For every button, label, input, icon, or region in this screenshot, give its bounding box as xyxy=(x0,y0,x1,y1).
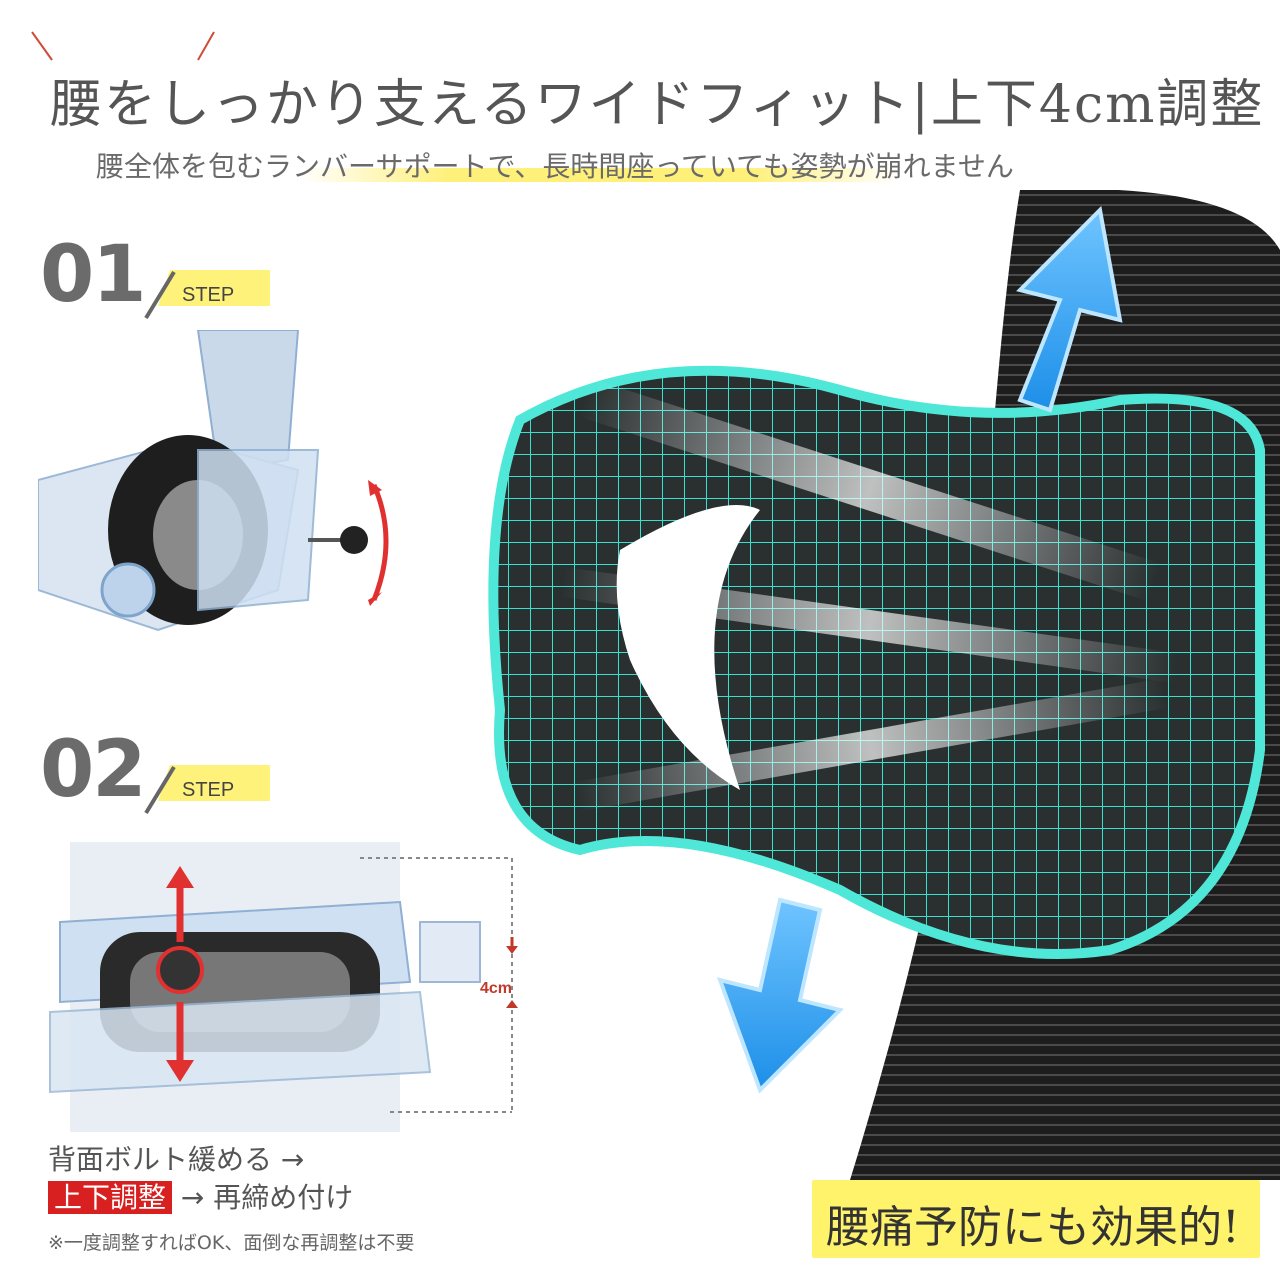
benefit-badge xyxy=(812,1180,1260,1258)
headline: 腰をしっかり支えるワイドフィット|上下4cm調整 xyxy=(50,75,1265,135)
subheadline: 腰全体を包むランバーサポートで、長時間座っていても姿勢が崩れません xyxy=(96,150,1014,183)
step-02-image xyxy=(40,842,518,1132)
instruction-line-1: 背面ボルト緩める → xyxy=(48,1143,305,1176)
step-01-number: 01 xyxy=(40,230,147,320)
instruction-rest: → 再締め付け xyxy=(180,1181,354,1214)
subline-highlight xyxy=(300,168,900,182)
step-02-tag-shape xyxy=(144,765,270,815)
benefit-badge-text: 腰痛予防にも効果的! xyxy=(826,1202,1240,1253)
instruction-line-2: 上下調整 → 再締め付け xyxy=(48,1176,353,1216)
instruction-highlight: 上下調整 xyxy=(48,1181,173,1214)
dimension-label: 4cm xyxy=(480,980,513,997)
step-01-image xyxy=(38,330,398,680)
corner-ticks xyxy=(31,31,215,61)
step-02-tag: STEP xyxy=(182,779,235,801)
step-01-tag-shape xyxy=(144,270,270,320)
footnote: ※一度調整すればOK、面倒な再調整は不要 xyxy=(48,1232,415,1254)
lumbar-support-illustration xyxy=(488,190,1280,1180)
step-01-tag: STEP xyxy=(182,284,235,306)
step-02-number: 02 xyxy=(40,725,147,815)
